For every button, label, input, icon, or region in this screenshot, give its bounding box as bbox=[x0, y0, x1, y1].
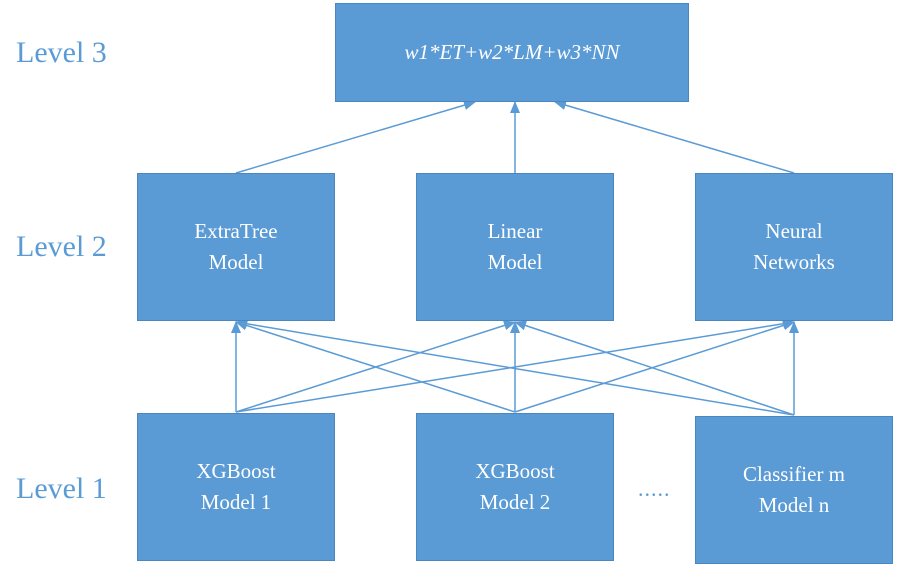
linear-model-line1: Linear bbox=[487, 219, 543, 243]
level-2-label: Level 2 bbox=[16, 230, 107, 263]
more-models-ellipsis: ..... bbox=[638, 476, 671, 501]
classifier-m-model-n-line2: Model n bbox=[758, 493, 830, 517]
extratree-model-line1: ExtraTree bbox=[194, 219, 278, 243]
ensemble-formula: w1*ET+w2*LM+w3*NN bbox=[404, 40, 620, 64]
level-3-label: Level 3 bbox=[16, 36, 107, 69]
linear-model-box: Linear Model bbox=[416, 173, 614, 321]
classifier-m-model-n-box: Classifier m Model n bbox=[695, 416, 893, 564]
xgboost-model-2-line1: XGBoost bbox=[475, 459, 555, 483]
arrow-l1-2-to-l2-1 bbox=[514, 320, 795, 416]
arrow-l1-1-to-l2-2 bbox=[514, 320, 795, 413]
neural-networks-box: Neural Networks bbox=[695, 173, 893, 321]
xgboost-model-1-line1: XGBoost bbox=[196, 459, 276, 483]
arrow-l1-2-to-l2-0 bbox=[235, 318, 795, 416]
arrow-l2-2-to-l3 bbox=[554, 100, 795, 174]
ensemble-formula-box: w1*ET+w2*LM+w3*NN bbox=[335, 3, 689, 102]
level-1-label: Level 1 bbox=[16, 472, 107, 505]
extratree-model-box: ExtraTree Model bbox=[137, 173, 335, 321]
linear-model-line2: Model bbox=[487, 250, 543, 274]
xgboost-model-2-line2: Model 2 bbox=[479, 490, 551, 514]
xgboost-model-1-box: XGBoost Model 1 bbox=[137, 413, 335, 561]
neural-networks-line1: Neural bbox=[765, 219, 823, 243]
neural-networks-line2: Networks bbox=[753, 250, 835, 274]
xgboost-model-2-box: XGBoost Model 2 bbox=[416, 413, 614, 561]
arrow-l1-1-to-l2-0 bbox=[235, 320, 516, 413]
arrow-l2-0-to-l3 bbox=[235, 100, 476, 174]
classifier-m-model-n-line1: Classifier m bbox=[742, 462, 846, 486]
xgboost-model-1-line2: Model 1 bbox=[200, 490, 272, 514]
extratree-model-line2: Model bbox=[208, 250, 264, 274]
